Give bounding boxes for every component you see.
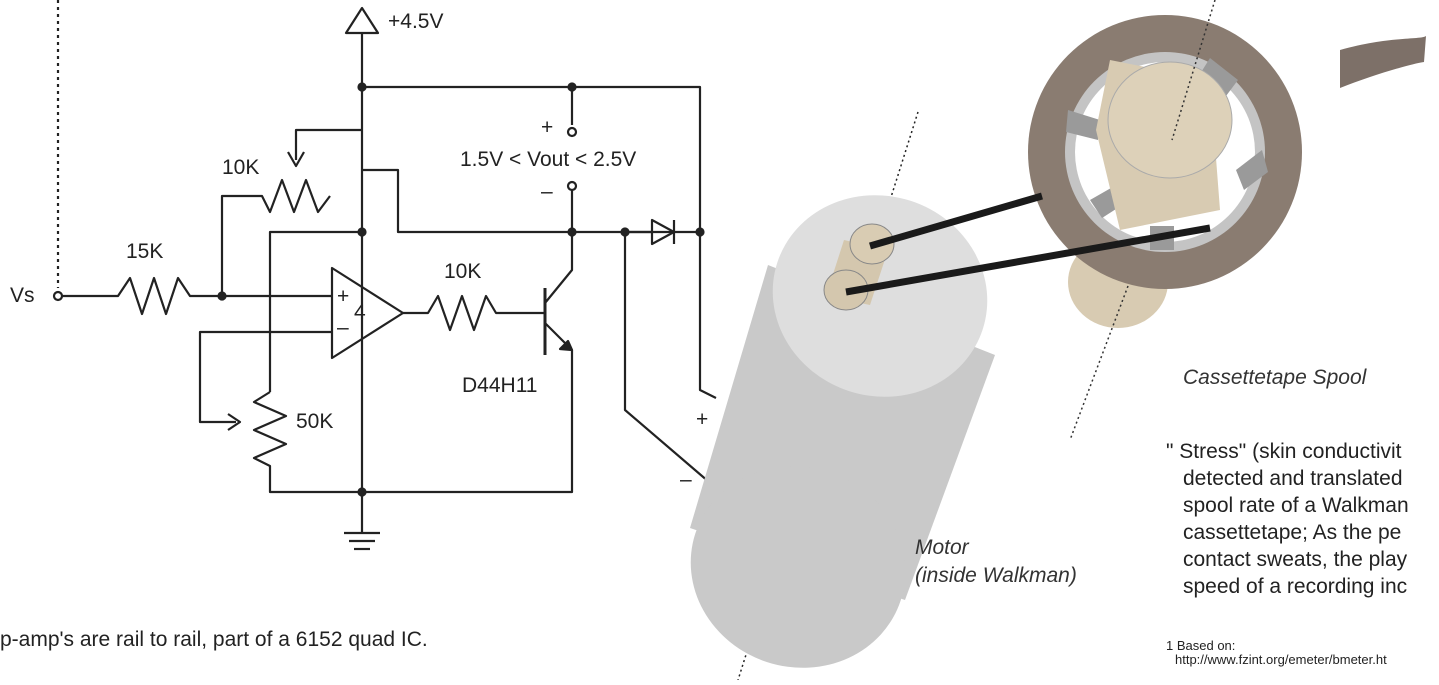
spool-label: Cassettetape Spool	[1183, 366, 1367, 389]
pot-bottom-label: 50K	[296, 410, 334, 433]
drive-belt	[845, 192, 1211, 296]
description-line-3: spool rate of a Walkman	[1183, 494, 1409, 517]
input-resistor-label: 15K	[126, 240, 164, 263]
vout-minus-label: –	[541, 180, 553, 203]
supply-triangle	[344, 6, 380, 35]
opamp-number-label: 4	[354, 301, 366, 324]
description-line-6: speed of a recording inc	[1183, 575, 1408, 598]
description-line-5: contact sweats, the play	[1183, 548, 1408, 571]
motor-sublabel: (inside Walkman)	[915, 564, 1077, 587]
opamp-triangle	[330, 266, 405, 360]
description-line-2: detected and translated	[1183, 467, 1403, 490]
base-resistor-label: 10K	[444, 260, 482, 283]
cassette-spool-drawing	[1028, 0, 1426, 441]
motor-drawing	[690, 111, 995, 681]
vout-plus-label: +	[541, 116, 554, 139]
footnote-link[interactable]: http://www.fzint.org/emeter/bmeter.ht	[1175, 652, 1387, 667]
motor-minus-label: –	[680, 468, 692, 491]
supply-voltage-label: +4.5V	[388, 10, 444, 33]
vs-input-label: Vs	[10, 284, 35, 307]
opamp-plus-label: +	[337, 285, 350, 308]
transistor-label: D44H11	[462, 374, 538, 397]
description-line-4: cassettetape; As the pe	[1183, 521, 1402, 544]
opamp-note: p-amp's are rail to rail, part of a 6152…	[0, 628, 428, 651]
pot-top-label: 10K	[222, 156, 260, 179]
circuit-wires	[52, 0, 717, 551]
description-line-1: " Stress" (skin conductivit	[1166, 440, 1402, 463]
opamp-minus-label: –	[337, 316, 349, 339]
vout-range-label: 1.5V < Vout < 2.5V	[460, 148, 637, 171]
motor-label: Motor	[915, 536, 969, 559]
motor-plus-label: +	[696, 408, 709, 431]
footnote-line-1: 1 Based on:	[1166, 638, 1236, 653]
